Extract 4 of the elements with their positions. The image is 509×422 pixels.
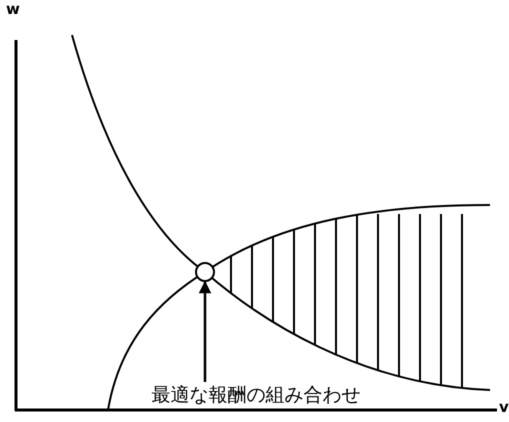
- arrow: [198, 280, 212, 382]
- annotation-text: 最適な報酬の組み合わせ: [140, 382, 372, 408]
- axis-label: v: [499, 400, 509, 415]
- axis-label: w: [6, 2, 20, 17]
